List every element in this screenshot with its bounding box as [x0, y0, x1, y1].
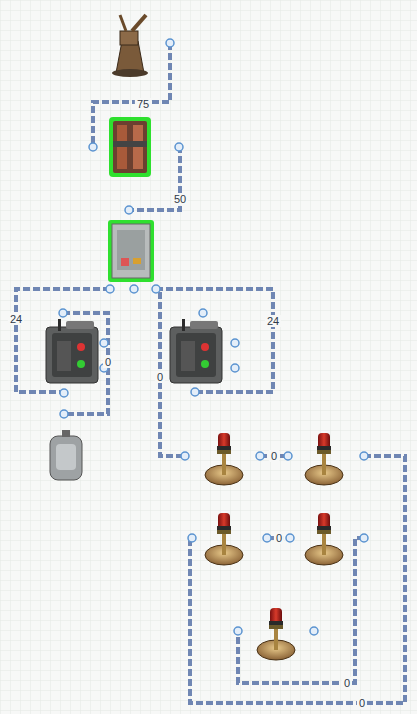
- wire-power-label: 24: [8, 313, 24, 325]
- wire-power-label: 50: [172, 193, 188, 205]
- siren-light: [205, 513, 243, 565]
- power-device: [46, 319, 98, 383]
- switch-unit: [50, 430, 82, 480]
- wire-power-label: 0: [357, 697, 367, 709]
- wire-power-label: 75: [135, 98, 151, 110]
- siren-light: [205, 433, 243, 485]
- siren-light: [257, 608, 295, 660]
- electrical-panel: [108, 220, 154, 282]
- wire-power-label: 0: [274, 532, 284, 544]
- transformer: [109, 117, 151, 177]
- wind-turbine: [112, 15, 148, 77]
- wire-power-label: 0: [342, 677, 352, 689]
- ports: [59, 39, 368, 635]
- wire-power-label: 24: [265, 315, 281, 327]
- wire-power-label: 0: [155, 371, 165, 383]
- power-device: [170, 319, 222, 383]
- wire-power-label: 0: [269, 450, 279, 462]
- siren-light: [305, 433, 343, 485]
- siren-light: [305, 513, 343, 565]
- wire-power-label: 0: [103, 356, 113, 368]
- wires: [16, 43, 405, 703]
